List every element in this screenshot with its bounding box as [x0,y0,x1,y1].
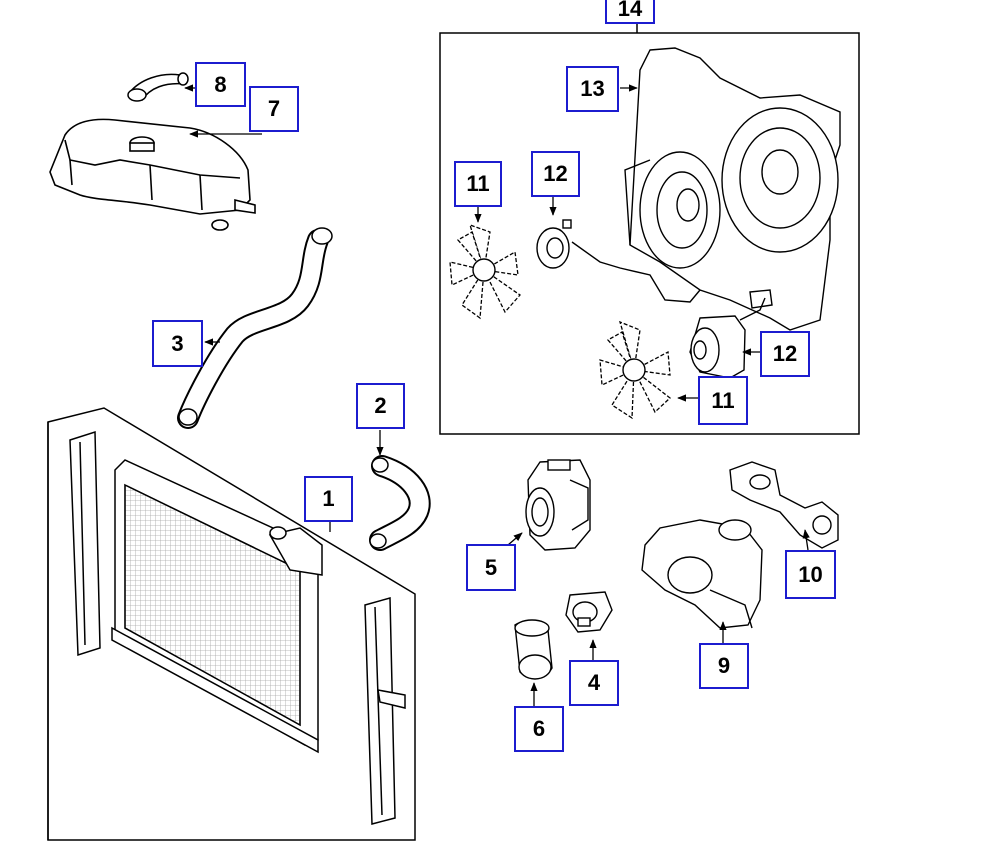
radiator-part [47,407,416,841]
callout-1[interactable]: 1 [304,476,353,522]
water-outlet-part [514,619,553,680]
callout-2[interactable]: 2 [356,383,405,429]
callout-12-upper[interactable]: 12 [531,151,580,197]
callout-9[interactable]: 9 [699,643,749,689]
thermostat-part [565,591,613,633]
fan-shroud-part [624,47,841,331]
callout-7[interactable]: 7 [249,86,299,132]
gasket-part [729,461,839,549]
leader-lines [184,84,810,706]
callout-12-lower[interactable]: 12 [760,331,810,377]
fan-motor-lower-part [689,297,766,379]
callout-8[interactable]: 8 [195,62,246,107]
callout-10[interactable]: 10 [785,550,836,599]
water-pump-part [641,519,763,629]
callout-14[interactable]: 14 [605,0,655,24]
callout-6[interactable]: 6 [514,706,564,752]
fan-assembly-frame [439,32,860,435]
fan-motor-upper-part [536,219,701,303]
callout-13[interactable]: 13 [566,66,619,112]
overflow-hose-part [127,72,189,102]
callout-11-left[interactable]: 11 [454,161,502,207]
callout-4[interactable]: 4 [569,660,619,706]
reservoir-part [49,118,256,231]
callout-11-right[interactable]: 11 [698,376,748,425]
thermostat-housing-part [525,459,591,551]
callout-3[interactable]: 3 [152,320,203,367]
callout-5[interactable]: 5 [466,544,516,591]
